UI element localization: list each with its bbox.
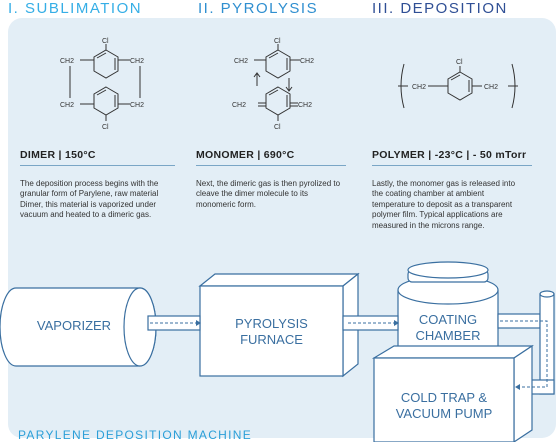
polymer-structure: Cl CH2 CH2 [398, 59, 518, 109]
monomer-ch2-tr: CH2 [300, 58, 314, 65]
stage-heading-monomer: MONOMER | 690°C [196, 149, 295, 161]
polymer-ch2-right: CH2 [484, 84, 498, 91]
chamber-label-line1: COATING [418, 312, 478, 327]
chamber-label-line2: CHAMBER [415, 328, 481, 343]
dimer-structure: Cl Cl CH2 CH2 CH2 CH2 [60, 38, 144, 131]
stage-description-polymer: Lastly, the monomer gas is released into… [372, 179, 516, 230]
polymer-ch2-left: CH2 [412, 84, 426, 91]
exhaust-pipe-end [539, 290, 555, 298]
dimer-ch2-tr: CH2 [130, 58, 144, 65]
monomer-ch2-br: CH2 [298, 102, 312, 109]
dimer-ch2-tl: CH2 [60, 58, 74, 65]
vaporizer-label: VAPORIZER [36, 318, 112, 333]
chamber-cap-top [407, 261, 489, 279]
machine-title: PARYLENE DEPOSITION MACHINE [18, 428, 253, 442]
monomer-cl-bottom: Cl [274, 124, 281, 131]
furnace-label-line2: FURNACE [240, 332, 303, 347]
stage-heading-polymer: POLYMER | -23°C | - 50 mTorr [372, 149, 527, 161]
flow-chamber-pump [500, 320, 548, 388]
polymer-cl: Cl [456, 59, 463, 66]
dimer-ch2-bl: CH2 [60, 102, 74, 109]
divider-polymer [372, 165, 532, 166]
stage-title-deposition: III. DEPOSITION [372, 0, 508, 17]
monomer-ch2-tl: CH2 [234, 58, 248, 65]
monomer-cl-top: Cl [274, 38, 281, 45]
furnace-front [199, 285, 344, 377]
stage-title-sublimation: I. SUBLIMATION [8, 0, 143, 17]
arrow-head-2 [394, 320, 399, 326]
exhaust-pipe-horizontal [497, 313, 541, 329]
dimer-cl-top: Cl [102, 38, 109, 45]
furnace-top [198, 273, 360, 287]
pump-front [373, 357, 515, 442]
arrow-head-1 [196, 320, 201, 326]
stage-title-pyrolysis: II. PYROLYSIS [198, 0, 319, 17]
divider-dimer [20, 165, 175, 166]
stage-description-dimer: The deposition process begins with the g… [20, 179, 159, 220]
pump-label-line1: COLD TRAP & [400, 390, 488, 405]
stage-description-monomer: Next, the dimeric gas is then pyrolized … [196, 179, 341, 209]
divider-monomer [196, 165, 346, 166]
furnace-label-line1: PYROLYSIS [235, 316, 308, 331]
monomer-ch2-bl: CH2 [232, 102, 246, 109]
arrow-head-3 [515, 384, 520, 390]
pump-label-line2: VACUUM PUMP [395, 406, 493, 421]
dimer-ch2-br: CH2 [130, 102, 144, 109]
stage-heading-dimer: DIMER | 150°C [20, 149, 96, 161]
dimer-cl-bottom: Cl [102, 124, 109, 131]
monomer-structure: Cl Cl CH2 CH2 CH2 CH2 [232, 38, 314, 131]
pump-side [513, 344, 533, 442]
pump-top [371, 345, 534, 359]
